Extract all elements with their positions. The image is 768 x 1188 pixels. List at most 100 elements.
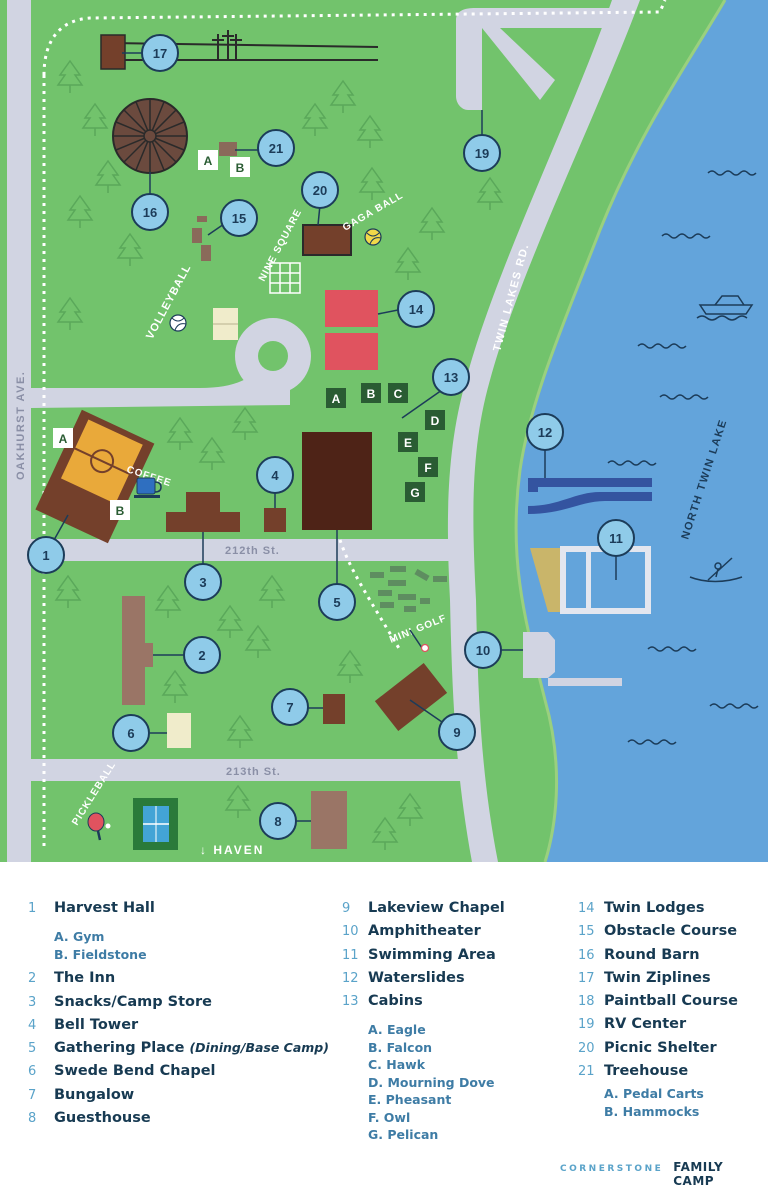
svg-text:5: 5 bbox=[333, 595, 340, 610]
twin-lodge bbox=[325, 290, 378, 327]
tree-icon bbox=[216, 604, 244, 638]
tree-icon bbox=[231, 406, 259, 440]
sub-letter-mourning-dove: D bbox=[431, 414, 440, 428]
haven-direction: ↓ HAVEN bbox=[200, 843, 264, 857]
marker-12[interactable]: 12 bbox=[526, 413, 564, 451]
marker-13[interactable]: 13 bbox=[432, 358, 470, 396]
tree-icon bbox=[358, 166, 386, 200]
sub-letter-eagle: A bbox=[332, 392, 341, 406]
camp-map: OAKHURST AVE. TWIN LAKES RD. 212th St. 2… bbox=[0, 0, 768, 862]
walking-path bbox=[42, 0, 667, 76]
lakeview-chapel bbox=[374, 662, 448, 732]
svg-text:11: 11 bbox=[609, 531, 623, 546]
tree-icon bbox=[356, 114, 384, 148]
tree-icon bbox=[394, 246, 422, 280]
marker-3[interactable]: 3 bbox=[184, 563, 222, 601]
tree-icon bbox=[56, 59, 84, 93]
pickleball-paddle-icon bbox=[87, 812, 111, 841]
marker-2[interactable]: 2 bbox=[183, 636, 221, 674]
svg-text:6: 6 bbox=[127, 726, 134, 741]
svg-text:10: 10 bbox=[476, 643, 490, 658]
tree-icon bbox=[301, 102, 329, 136]
svg-text:16: 16 bbox=[143, 205, 157, 220]
tree-icon bbox=[166, 416, 194, 450]
street-label-oakhurst: OAKHURST AVE. bbox=[15, 371, 27, 480]
legend-subitem: B. Fieldstone bbox=[54, 946, 147, 962]
bungalow bbox=[323, 694, 345, 724]
tree-icon bbox=[396, 792, 424, 826]
sub-letter-pelican: G bbox=[410, 486, 419, 500]
marker-15[interactable]: 15 bbox=[220, 199, 258, 237]
sub-letter-badges: A B A B A B C D E F G bbox=[53, 150, 440, 520]
waterslides bbox=[528, 478, 652, 514]
marker-14[interactable]: 14 bbox=[397, 290, 435, 328]
marker-11[interactable]: 11 bbox=[597, 519, 635, 557]
marker-10[interactable]: 10 bbox=[464, 631, 502, 669]
sub-letter-hawk: C bbox=[394, 387, 403, 401]
marker-5[interactable]: 5 bbox=[318, 583, 356, 621]
marker-6[interactable]: 6 bbox=[112, 714, 150, 752]
legend-subitem: A. Eagle bbox=[368, 1022, 426, 1038]
bell-tower bbox=[264, 508, 286, 532]
tree-icon bbox=[56, 296, 84, 330]
kayak-icon bbox=[689, 557, 743, 583]
tree-icon bbox=[116, 232, 144, 266]
marker-4[interactable]: 4 bbox=[256, 456, 294, 494]
sub-letter-falcon: B bbox=[367, 387, 376, 401]
marker-17[interactable]: 17 bbox=[141, 34, 179, 72]
harvest-hall bbox=[35, 409, 155, 544]
svg-text:14: 14 bbox=[409, 302, 424, 317]
sub-letter-pheasant: E bbox=[404, 436, 412, 450]
round-barn bbox=[112, 98, 188, 174]
obstacle-course bbox=[192, 216, 211, 261]
twin-lodge bbox=[325, 333, 378, 370]
sub-letter-gym: A bbox=[59, 432, 68, 446]
legend-subitem: A. Pedal Carts bbox=[604, 1086, 704, 1102]
sub-letter-hammocks: B bbox=[236, 161, 245, 175]
tree-icon bbox=[329, 79, 357, 113]
svg-text:7: 7 bbox=[286, 700, 293, 715]
legend-subitem: B. Falcon bbox=[368, 1039, 433, 1055]
tree-icon bbox=[336, 649, 364, 683]
nine-square-court bbox=[269, 262, 301, 294]
marker-20[interactable]: 20 bbox=[301, 171, 339, 209]
marker-7[interactable]: 7 bbox=[271, 688, 309, 726]
tree-icon bbox=[244, 624, 272, 658]
marker-19[interactable]: 19 bbox=[463, 134, 501, 172]
tree-icon bbox=[154, 584, 182, 618]
marker-9[interactable]: 9 bbox=[438, 713, 476, 751]
tree-icon bbox=[66, 194, 94, 228]
marker-1[interactable]: 1 bbox=[27, 536, 65, 574]
tree-icon bbox=[418, 206, 446, 240]
location-markers[interactable]: 17 16 21 15 20 19 14 13 12 11 10 9 7 6 2… bbox=[27, 34, 635, 840]
svg-text:12: 12 bbox=[538, 425, 552, 440]
svg-text:4: 4 bbox=[271, 468, 279, 483]
snacks-camp-store bbox=[166, 492, 240, 532]
marker-21[interactable]: 21 bbox=[257, 129, 295, 167]
tree-icon bbox=[81, 102, 109, 136]
legend-note: (Dining/Base Camp) bbox=[189, 1040, 329, 1056]
amphitheater bbox=[523, 632, 622, 686]
svg-text:9: 9 bbox=[453, 725, 460, 740]
tree-icon bbox=[94, 159, 122, 193]
marker-16[interactable]: 16 bbox=[131, 193, 169, 231]
svg-text:19: 19 bbox=[475, 146, 489, 161]
tree-icon bbox=[371, 816, 399, 850]
marker-8[interactable]: 8 bbox=[259, 802, 297, 840]
tree-icon bbox=[258, 574, 286, 608]
